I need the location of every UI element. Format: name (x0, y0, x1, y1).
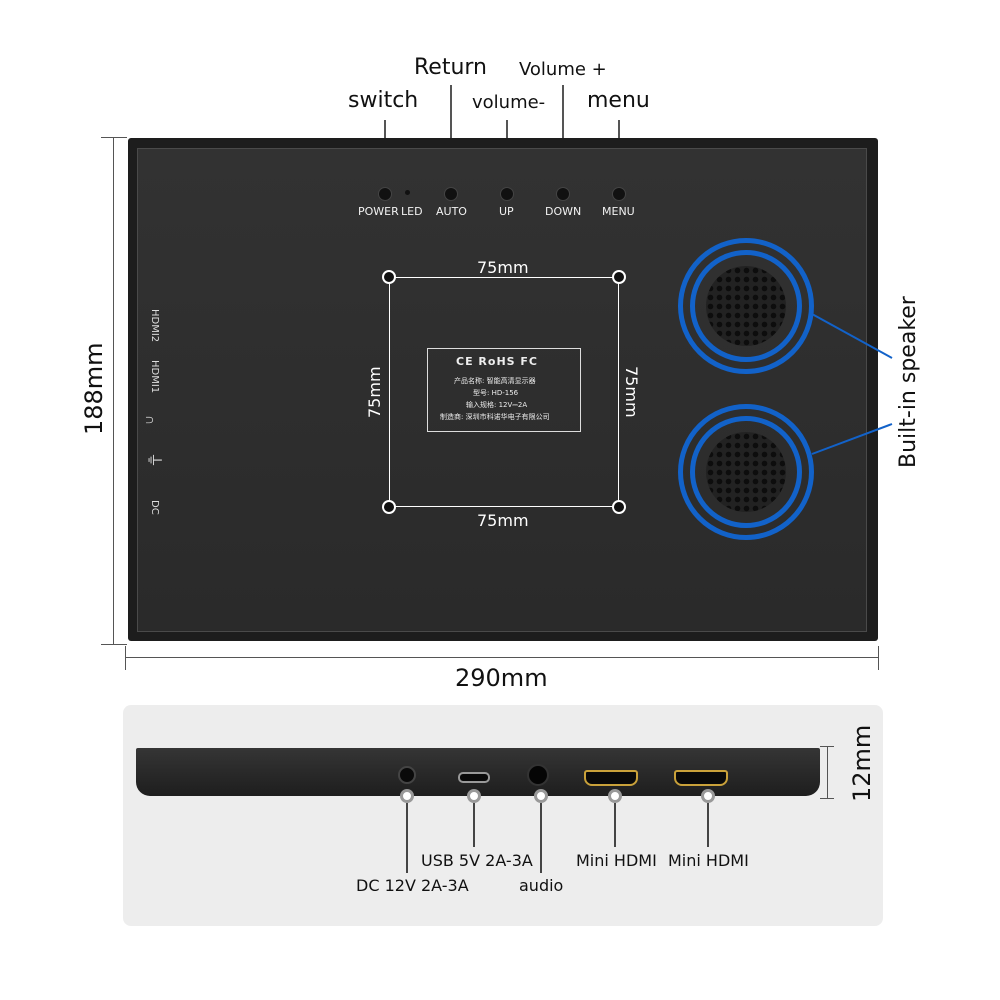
vesa-top-dimension: 75mm (477, 258, 529, 277)
width-dimension: 290mm (455, 664, 548, 692)
volume-plus-label: Volume + (519, 59, 607, 80)
up-button-label: UP (499, 205, 514, 218)
up-button[interactable] (501, 188, 513, 200)
speaker-label: Built-in speaker (896, 296, 921, 468)
vesa-hole-bottom-right (612, 500, 626, 514)
speaker-bottom-inner-ring (690, 416, 802, 528)
usb-port-label: USB 5V 2A-3A (421, 851, 533, 870)
menu-button-label: MENU (602, 205, 635, 218)
usb-port-marker (467, 789, 481, 803)
speaker-bottom-grille (706, 432, 786, 512)
return-leader (450, 85, 452, 188)
hdmi1-port-marker (608, 789, 622, 803)
hdmi2-port-leader (707, 803, 709, 847)
audio-jack-icon: ∩ (143, 414, 160, 426)
speaker-leader-lines (811, 313, 893, 455)
width-tick-right (878, 646, 879, 670)
speaker-bottom-outer-ring (678, 404, 814, 540)
mini-hdmi-port-1 (584, 770, 638, 786)
speaker-top-outer-ring (678, 238, 814, 374)
height-dimension: 188mm (80, 342, 108, 435)
hdmi2-port-marker (701, 789, 715, 803)
mini-hdmi-label-1: Mini HDMI (576, 851, 657, 870)
usb-port (458, 772, 490, 783)
dc-side-label: DC (149, 500, 160, 515)
vesa-hole-top-left (382, 270, 396, 284)
sticker-line-product: 产品名称: 智能高清显示器 (454, 377, 536, 385)
thickness-dimension: 12mm (848, 724, 876, 802)
vesa-left-dimension: 75mm (365, 366, 384, 418)
down-button[interactable] (557, 188, 569, 200)
vesa-hole-bottom-left (382, 500, 396, 514)
return-label: Return (414, 55, 488, 80)
vesa-right-dimension: 75mm (622, 366, 641, 418)
led-indicator (405, 190, 410, 195)
hdmi2-side-label: HDMI2 (149, 309, 160, 343)
certification-marks: CE RoHS FC (456, 355, 538, 368)
audio-port-marker (534, 789, 548, 803)
audio-port-leader (540, 803, 542, 873)
speaker-top-grille (706, 266, 786, 346)
sticker-line-maker: 制造商: 深圳市科诺华电子有限公司 (440, 413, 550, 421)
switch-label: switch (348, 88, 419, 113)
menu-label: menu (587, 88, 650, 113)
usb-port-leader (473, 803, 475, 847)
volume-minus-label: volume- (472, 92, 546, 113)
vesa-bottom-dimension: 75mm (477, 511, 529, 530)
power-button-label: POWER (358, 205, 399, 218)
usb-icon: ⏚ (145, 451, 163, 469)
side-view-panel (123, 705, 883, 926)
height-tick-top (101, 137, 127, 138)
dc-port (398, 766, 416, 784)
sticker-line-model: 型号: HD-156 (473, 389, 519, 397)
thickness-dimension-line (827, 746, 828, 799)
height-tick-bottom (101, 644, 127, 645)
monitor-back-frame (128, 138, 878, 641)
mini-hdmi-label-2: Mini HDMI (668, 851, 749, 870)
mini-hdmi-port-2 (674, 770, 728, 786)
vesa-mount-outline (389, 277, 619, 507)
auto-button-label: AUTO (436, 205, 467, 218)
auto-button[interactable] (445, 188, 457, 200)
dc-port-leader (406, 803, 408, 873)
hdmi1-side-label: HDMI1 (149, 360, 160, 394)
hdmi1-port-leader (614, 803, 616, 847)
width-tick-left (125, 646, 126, 670)
led-label: LED (401, 205, 423, 218)
dc-port-marker (400, 789, 414, 803)
sticker-line-input: 输入规格: 12V⎓2A (466, 401, 528, 409)
audio-port-label: audio (519, 876, 564, 895)
width-dimension-line (125, 657, 879, 658)
height-dimension-line (113, 137, 114, 645)
speaker-top-inner-ring (690, 250, 802, 362)
product-label-sticker: CE RoHS FC 产品名称: 智能高清显示器 型号: HD-156 输入规格… (427, 348, 581, 432)
menu-button[interactable] (613, 188, 625, 200)
power-button[interactable] (379, 188, 391, 200)
audio-port (527, 764, 549, 786)
monitor-back-panel (137, 148, 867, 632)
down-button-label: DOWN (545, 205, 582, 218)
vesa-hole-top-right (612, 270, 626, 284)
volume-plus-leader (562, 85, 564, 188)
dc-port-label: DC 12V 2A-3A (356, 876, 469, 895)
